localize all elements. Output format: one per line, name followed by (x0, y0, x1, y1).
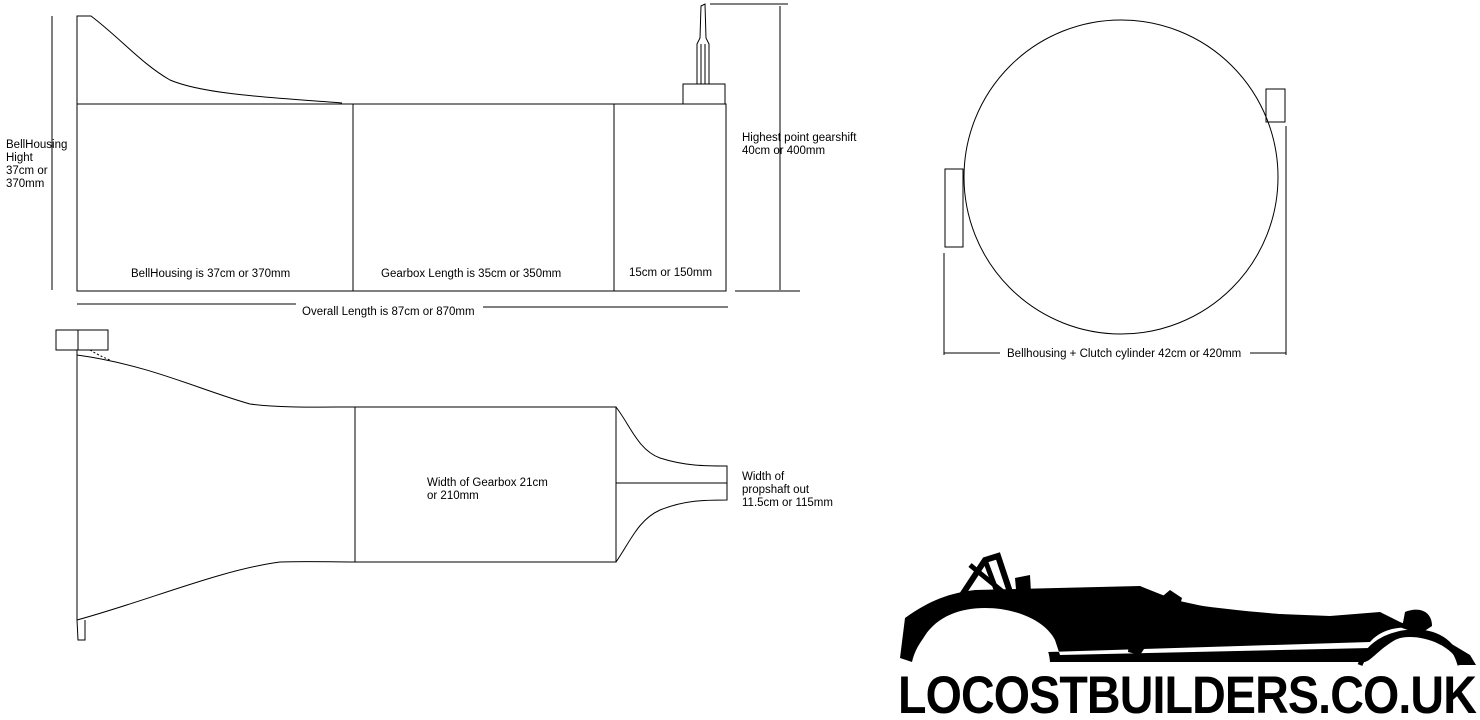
side-view: BellHousing Hight 37cm or 370mm BellHous… (6, 3, 860, 318)
gearshift-height-label: Highest point gearshift 40cm or 400mm (742, 132, 860, 157)
kit-car-silhouette-icon (900, 552, 1476, 667)
bellhousing-top-flare-lower (76, 561, 356, 621)
gearbox-body-outline (76, 103, 727, 292)
propshaft-width-label: Width of propshaft out 11.5cm or 115mm (742, 471, 833, 509)
bellhousing-top-flare-upper (76, 354, 356, 408)
tailshaft-top-outline (615, 406, 728, 563)
tail-length-label: 15cm or 150mm (629, 267, 712, 279)
diameter-label: Bellhousing + Clutch cylinder 42cm or 42… (1007, 348, 1241, 360)
bellhousing-flare-outline (76, 15, 343, 104)
bellhousing-top-hidden-edge (89, 349, 111, 361)
clutch-cylinder-right-icon (1265, 88, 1286, 123)
bellhousing-height-label: BellHousing Hight 37cm or 370mm (6, 139, 71, 190)
clutch-cylinder-icon (55, 329, 109, 351)
gearshift-icon (682, 3, 726, 105)
locostbuilders-logo: LOCOSTBUILDERS.CO.UK (898, 552, 1478, 720)
gearbox-width-label: Width of Gearbox 21cm or 210mm (427, 477, 551, 502)
overall-length-label: Overall Length is 87cm or 870mm (302, 306, 475, 318)
bellhousing-end-circle (963, 19, 1279, 335)
bellhousing-top-outline (76, 350, 86, 641)
gearbox-top-outline (354, 406, 617, 563)
top-view: Width of Gearbox 21cm or 210mm Width of … (55, 329, 833, 641)
logo-wordmark: LOCOSTBUILDERS.CO.UK (898, 666, 1477, 720)
bellhousing-length-label: BellHousing is 37cm or 370mm (131, 268, 290, 280)
clutch-cylinder-left-icon (944, 168, 964, 248)
gearbox-length-label: Gearbox Length is 35cm or 350mm (381, 268, 561, 280)
end-view: Bellhousing + Clutch cylinder 42cm or 42… (943, 19, 1287, 360)
